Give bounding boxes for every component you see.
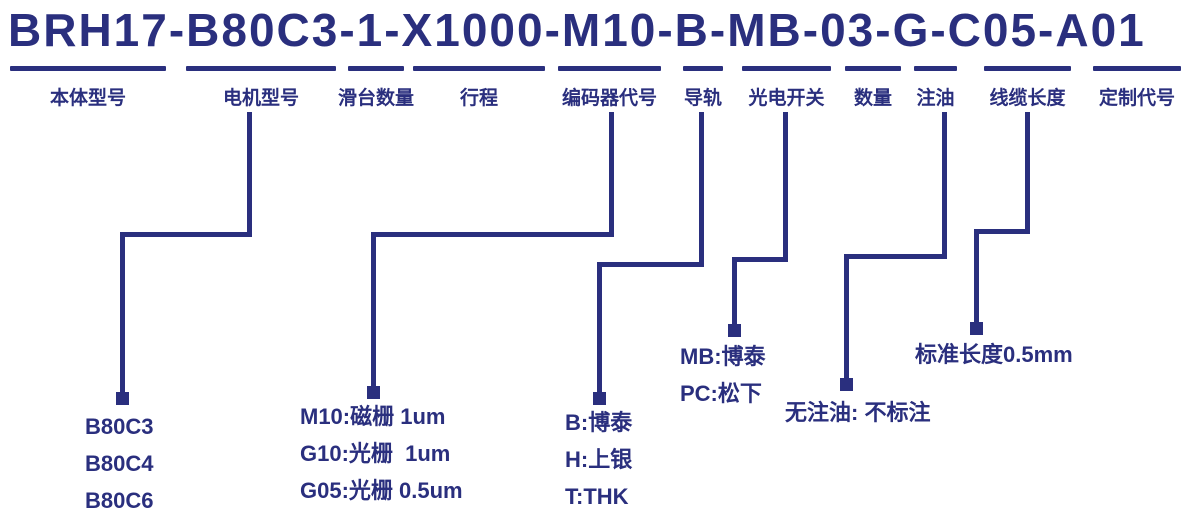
leader-endpoint bbox=[840, 378, 853, 391]
oil-note-text: 无注油: 不标注 bbox=[785, 400, 931, 425]
motor-option: B80C6 bbox=[85, 488, 154, 513]
segment-cable-length: 线缆长度 bbox=[984, 66, 1071, 109]
rail-option: B:博泰 bbox=[565, 410, 633, 435]
motor-option: B80C4 bbox=[85, 451, 154, 476]
leader-line bbox=[597, 262, 602, 396]
segment-custom-code: 定制代号 bbox=[1093, 66, 1181, 109]
segment-underline bbox=[1093, 66, 1181, 71]
segment-label-body-model: 本体型号 bbox=[49, 88, 127, 109]
segment-label-oil: 注油 bbox=[916, 88, 955, 109]
leader-line bbox=[974, 229, 1030, 234]
segment-underline bbox=[742, 66, 831, 71]
motor-model-options: B80C3 B80C4 B80C6 bbox=[85, 408, 153, 514]
leader-endpoint bbox=[367, 386, 380, 399]
segment-underline bbox=[914, 66, 957, 71]
leader-endpoint bbox=[728, 324, 741, 337]
segment-stroke: 行程 bbox=[413, 66, 545, 109]
leader-line bbox=[120, 232, 252, 237]
cable-note: 标准长度0.5mm bbox=[915, 336, 1073, 373]
segment-underline bbox=[683, 66, 723, 71]
segment-underline bbox=[186, 66, 336, 71]
segment-underline bbox=[348, 66, 404, 71]
segment-quantity: 数量 bbox=[845, 66, 901, 109]
encoder-option: G10:光栅 1um bbox=[300, 441, 451, 466]
leader-line bbox=[844, 254, 849, 382]
segment-oil: 注油 bbox=[914, 66, 957, 109]
segment-body-model: 本体型号 bbox=[10, 66, 166, 109]
segment-label-slider-count: 滑台数量 bbox=[337, 88, 415, 109]
leader-line bbox=[732, 257, 737, 328]
segment-label-stroke: 行程 bbox=[459, 88, 499, 109]
segment-underline bbox=[10, 66, 166, 71]
leader-line bbox=[247, 112, 252, 237]
leader-line bbox=[597, 262, 704, 267]
photo-switch-options: MB:博泰 PC:松下 bbox=[680, 338, 766, 412]
cable-note-text: 标准长度0.5mm bbox=[915, 342, 1073, 367]
leader-line bbox=[699, 112, 704, 267]
segment-underline bbox=[558, 66, 661, 71]
leader-line bbox=[844, 254, 947, 259]
leader-line bbox=[120, 232, 125, 398]
part-number-title: BRH17-B80C3-1-X1000-M10-B-MB-03-G-C05-A0… bbox=[8, 4, 1146, 56]
leader-endpoint bbox=[970, 322, 983, 335]
segment-motor-model: 电机型号 bbox=[186, 66, 336, 109]
leader-line bbox=[783, 112, 788, 262]
segment-photo-switch: 光电开关 bbox=[742, 66, 831, 109]
segment-label-custom-code: 定制代号 bbox=[1098, 88, 1176, 109]
rail-options: B:博泰 H:上银 T:THK bbox=[565, 404, 632, 514]
leader-endpoint bbox=[593, 392, 606, 405]
leader-line bbox=[609, 112, 614, 237]
rail-option: T:THK bbox=[565, 484, 629, 509]
leader-line bbox=[732, 257, 788, 262]
leader-line bbox=[371, 232, 614, 237]
encoder-option: G05:光栅 0.5um bbox=[300, 478, 463, 503]
encoder-option: M10:磁栅 1um bbox=[300, 404, 446, 429]
segment-label-motor-model: 电机型号 bbox=[222, 88, 300, 109]
segment-underline bbox=[984, 66, 1071, 71]
segment-label-encoder-code: 编码器代号 bbox=[561, 88, 658, 109]
segment-slider-count: 滑台数量 bbox=[338, 66, 414, 109]
segment-label-photo-switch: 光电开关 bbox=[748, 88, 825, 109]
motor-option: B80C3 bbox=[85, 414, 154, 439]
segment-label-cable-length: 线缆长度 bbox=[989, 88, 1066, 109]
leader-line bbox=[974, 229, 979, 326]
segment-encoder-code: 编码器代号 bbox=[558, 66, 661, 109]
segment-underline bbox=[413, 66, 545, 71]
rail-option: H:上银 bbox=[565, 447, 633, 472]
segment-underline bbox=[845, 66, 901, 71]
photo-switch-option: PC:松下 bbox=[680, 381, 762, 406]
oil-note: 无注油: 不标注 bbox=[785, 394, 930, 431]
segment-label-quantity: 数量 bbox=[853, 88, 893, 109]
leader-line bbox=[942, 112, 947, 259]
leader-line bbox=[371, 232, 376, 390]
segment-rail: 导轨 bbox=[683, 66, 723, 109]
segment-label-rail: 导轨 bbox=[683, 88, 723, 109]
leader-endpoint bbox=[116, 392, 129, 405]
photo-switch-option: MB:博泰 bbox=[680, 344, 766, 369]
leader-line bbox=[1025, 112, 1030, 234]
encoder-options: M10:磁栅 1um G10:光栅 1um G05:光栅 0.5um bbox=[300, 398, 463, 509]
